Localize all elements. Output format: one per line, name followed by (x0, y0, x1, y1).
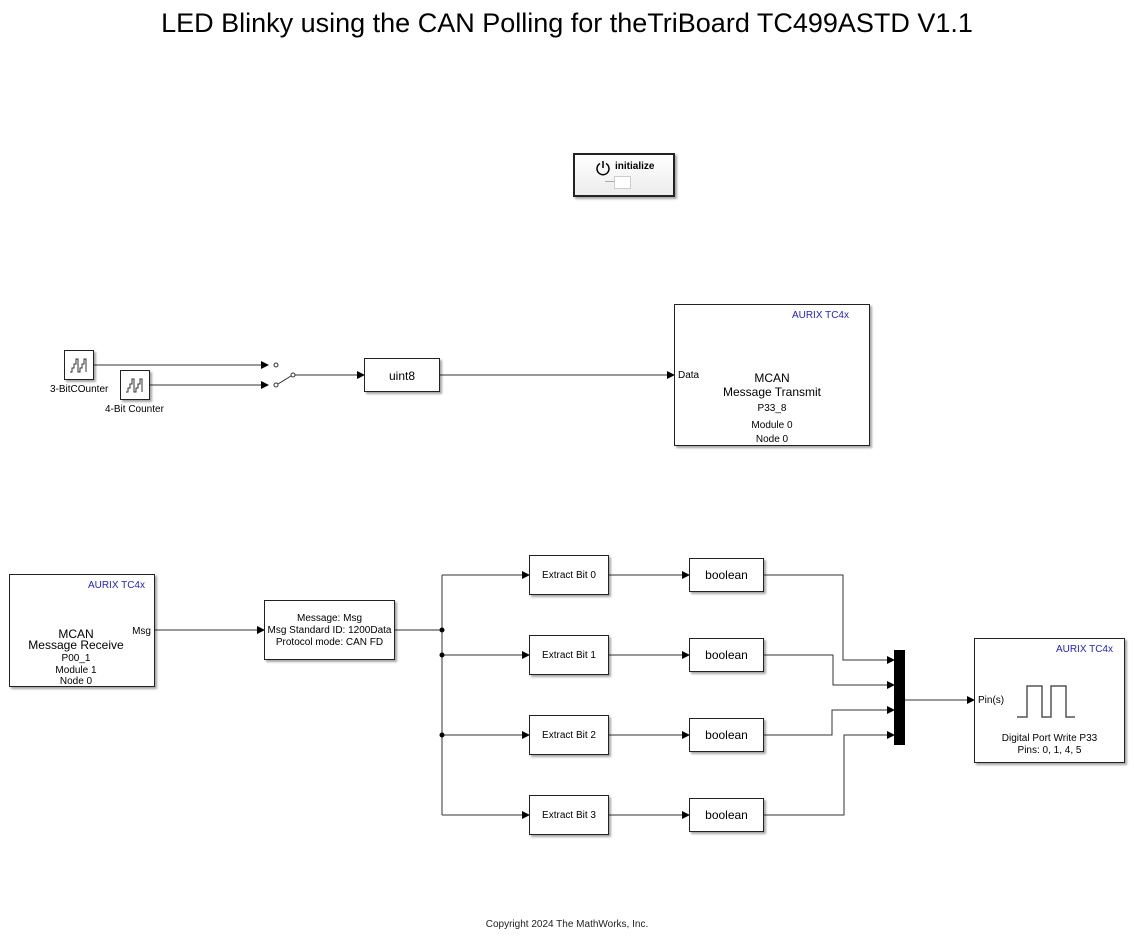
extract-bit-1-block[interactable]: Extract Bit 1 (529, 635, 609, 675)
branch-point (439, 652, 445, 658)
counter-4bit-block[interactable] (120, 370, 150, 400)
initialize-block[interactable]: initialize (573, 153, 675, 197)
boolean-1-block[interactable]: boolean (689, 638, 764, 672)
counter-3bit-label: 3-BitCOunter (50, 384, 109, 395)
boolean-label: boolean (705, 568, 748, 582)
mcan-transmit-block[interactable]: AURIX TC4x Data MCAN Message Transmit P3… (674, 304, 870, 446)
transmit-pin: P33_8 (757, 403, 787, 414)
unpack-protocol: Protocol mode: CAN FD (275, 637, 384, 648)
cast-uint8-block[interactable]: uint8 (364, 358, 440, 392)
counter-3bit-block[interactable] (64, 350, 94, 380)
mcan-receive-block[interactable]: AURIX TC4x Msg MCAN Message Receive P00_… (9, 574, 155, 687)
receive-pin: P00_1 (61, 653, 91, 664)
extract-bit-3-block[interactable]: Extract Bit 3 (529, 795, 609, 835)
digital-port-write-block[interactable]: AURIX TC4x Pin(s) Digital Port Write P33… (974, 638, 1125, 763)
boolean-label: boolean (705, 808, 748, 822)
receive-module: Module 1 (55, 665, 97, 676)
transmit-module: Module 0 (751, 420, 793, 431)
branch-point (439, 627, 445, 633)
init-connector (605, 181, 614, 182)
extract-bit-2-block[interactable]: Extract Bit 2 (529, 715, 609, 755)
receive-subtitle: Message Receive (28, 638, 124, 652)
pins-input-port: Pin(s) (978, 695, 1005, 706)
brand-label: AURIX TC4x (87, 580, 145, 591)
transmit-subtitle: Message Transmit (722, 385, 822, 399)
branch-point (439, 732, 445, 738)
extract-bit-label: Extract Bit 0 (542, 570, 596, 581)
can-unpack-block[interactable]: Message: Msg Msg Standard ID: 1200Data P… (264, 600, 395, 660)
boolean-0-block[interactable]: boolean (689, 558, 764, 592)
boolean-2-block[interactable]: boolean (689, 718, 764, 752)
port-write-title: Digital Port Write P33 (1001, 733, 1098, 744)
extract-bit-0-block[interactable]: Extract Bit 0 (529, 555, 609, 595)
brand-label: AURIX TC4x (791, 310, 849, 321)
unpack-id: Msg Standard ID: 1200Data (267, 625, 392, 636)
init-port (614, 176, 631, 189)
mux-block[interactable] (894, 650, 905, 745)
counter-staircase-icon (126, 378, 143, 393)
manual-switch-icon[interactable] (273, 362, 296, 388)
extract-bit-label: Extract Bit 2 (542, 730, 596, 741)
unpack-message: Message: Msg (296, 613, 363, 624)
data-input-port: Data (678, 370, 700, 381)
receive-node: Node 0 (59, 676, 93, 687)
extract-bit-label: Extract Bit 1 (542, 650, 596, 661)
receive-title: MCAN (58, 627, 94, 641)
transmit-node: Node 0 (755, 434, 789, 445)
power-icon (596, 161, 610, 176)
brand-label: AURIX TC4x (1055, 644, 1113, 655)
boolean-3-block[interactable]: boolean (689, 798, 764, 832)
port-write-pins: Pins: 0, 1, 4, 5 (1017, 745, 1082, 756)
initialize-label: initialize (615, 161, 655, 172)
msg-output-port: Msg (132, 626, 151, 637)
boolean-label: boolean (705, 728, 748, 742)
diagram-title: LED Blinky using the CAN Polling for the… (161, 8, 973, 38)
pulse-wave-icon (1017, 685, 1075, 718)
counter-4bit-label: 4-Bit Counter (105, 404, 164, 415)
transmit-title: MCAN (754, 371, 790, 385)
cast-uint8-label: uint8 (388, 369, 416, 383)
copyright: Copyright 2024 The MathWorks, Inc. (485, 919, 649, 930)
counter-staircase-icon (70, 358, 87, 373)
extract-bit-label: Extract Bit 3 (542, 810, 596, 821)
boolean-label: boolean (705, 648, 748, 662)
